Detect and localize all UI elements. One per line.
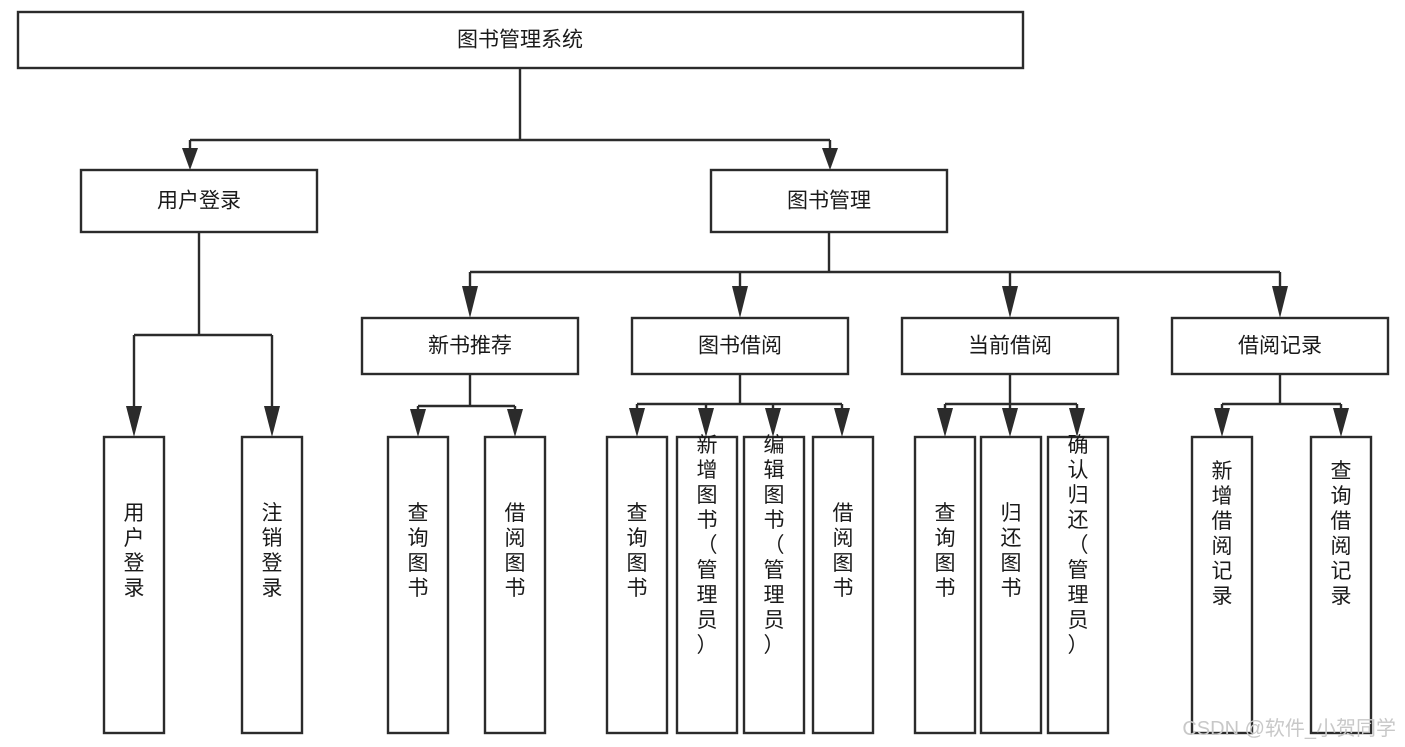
node-current-borrow-box[interactable] [900,316,1120,376]
leaf-node-logout-box[interactable] [240,435,304,735]
leaf-node-add-borrow-record[interactable]: 新增借阅记录 [1190,435,1254,735]
leaf-node-edit-book-admin-label: 编辑图书（管理员） [764,434,785,657]
arrow-head-borrow-record-leaf-2 [1333,408,1349,437]
leaf-node-borrow-book-borrow[interactable]: 借阅图书 [811,435,875,735]
leaf-node-query-book-borrow-box[interactable] [605,435,669,735]
node-borrow-record-label: 借阅记录 [1238,335,1322,358]
leaf-node-user-login-box[interactable] [102,435,166,735]
connector-layer [126,68,1349,437]
arrow-head-book-borrow-leaf-1 [629,408,645,437]
leaf-node-borrow-book-borrow-label: 借阅图书 [833,502,854,600]
arrow-head-borrow-record-leaf-1 [1214,408,1230,437]
leaf-node-edit-book-admin-box[interactable] [742,435,806,735]
leaf-node-query-borrow-record-box[interactable] [1309,435,1373,735]
node-borrow-record-box[interactable] [1170,316,1390,376]
node-root-system-box[interactable] [16,10,1025,70]
node-current-borrow[interactable]: 当前借阅 [900,316,1120,376]
node-current-borrow-label: 当前借阅 [968,335,1052,358]
arrow-head-user-login [182,148,198,170]
leaf-node-edit-book-admin[interactable]: 编辑图书（管理员） [742,434,806,735]
node-new-book-recommend-label: 新书推荐 [428,335,512,358]
leaf-node-add-book-admin-label: 新增图书（管理员） [697,434,718,657]
node-book-borrow-label: 图书借阅 [698,335,782,358]
leaf-node-query-book-newbook[interactable]: 查询图书 [386,435,450,735]
leaf-node-query-borrow-record[interactable]: 查询借阅记录 [1309,435,1373,735]
node-book-management-label: 图书管理 [787,190,871,213]
leaf-node-return-book-label: 归还图书 [1001,502,1022,600]
leaf-node-logout-label: 注销登录 [262,502,283,600]
arrow-head-leaf-user-login [126,406,142,437]
arrow-head-current-borrow-leaf-1 [937,408,953,437]
leaf-node-add-borrow-record-label: 新增借阅记录 [1212,460,1233,608]
leaf-node-user-login[interactable]: 用户登录 [102,435,166,735]
leaf-node-confirm-return-admin-label: 确认归还（管理员） [1068,434,1089,657]
leaf-node-add-book-admin-box[interactable] [675,435,739,735]
leaf-node-query-book-borrow-label: 查询图书 [627,502,648,600]
leaf-node-borrow-book-borrow-box[interactable] [811,435,875,735]
node-new-book-recommend-box[interactable] [360,316,580,376]
arrow-head-new-book-leaf-2 [507,409,523,437]
arrow-head-book-borrow-leaf-4 [834,408,850,437]
csdn-watermark: CSDN @软件_小贺同学 [1182,717,1396,740]
node-book-borrow[interactable]: 图书借阅 [630,316,850,376]
arrow-head-current-borrow-leaf-3 [1069,408,1085,437]
arrow-head-borrow-record [1272,286,1288,318]
leaf-node-confirm-return-admin-box[interactable] [1046,435,1110,735]
leaf-node-return-book[interactable]: 归还图书 [979,435,1043,735]
leaf-node-borrow-book-newbook[interactable]: 借阅图书 [483,435,547,735]
leaf-node-add-borrow-record-box[interactable] [1190,435,1254,735]
leaf-node-user-login-label: 用户登录 [124,502,145,600]
node-user-login-box[interactable] [79,168,319,234]
leaf-node-return-book-box[interactable] [979,435,1043,735]
leaf-node-query-book-newbook-label: 查询图书 [408,502,429,600]
leaf-node-confirm-return-admin[interactable]: 确认归还（管理员） [1046,434,1110,735]
arrow-head-new-book-leaf-1 [410,409,426,437]
leaf-node-borrow-book-newbook-label: 借阅图书 [505,502,526,600]
node-user-login-label: 用户登录 [157,190,241,213]
arrow-head-new-book [462,286,478,318]
node-book-management[interactable]: 图书管理 [709,168,949,234]
leaf-node-add-book-admin[interactable]: 新增图书（管理员） [675,434,739,735]
leaf-node-query-book-borrow[interactable]: 查询图书 [605,435,669,735]
node-new-book-recommend[interactable]: 新书推荐 [360,316,580,376]
leaf-node-query-book-current[interactable]: 查询图书 [913,435,977,735]
arrow-head-current-borrow [1002,286,1018,318]
leaf-node-query-borrow-record-label: 查询借阅记录 [1331,460,1352,608]
node-root-system-label: 图书管理系统 [457,29,583,52]
arrow-head-current-borrow-leaf-2 [1002,408,1018,437]
arrow-head-book-borrow-leaf-3 [765,408,781,437]
leaf-node-logout[interactable]: 注销登录 [240,435,304,735]
node-user-login[interactable]: 用户登录 [79,168,319,234]
leaf-node-borrow-book-newbook-box[interactable] [483,435,547,735]
arrow-head-leaf-logout [264,406,280,437]
leaf-node-query-book-current-box[interactable] [913,435,977,735]
node-borrow-record[interactable]: 借阅记录 [1170,316,1390,376]
arrow-head-book-borrow-leaf-2 [698,408,714,437]
leaf-node-query-book-newbook-box[interactable] [386,435,450,735]
arrow-head-book-mgmt [822,148,838,170]
leaf-node-query-book-current-label: 查询图书 [935,502,956,600]
arrow-head-book-borrow [732,286,748,318]
node-book-borrow-box[interactable] [630,316,850,376]
node-root-system[interactable]: 图书管理系统 [16,10,1025,70]
node-book-management-box[interactable] [709,168,949,234]
